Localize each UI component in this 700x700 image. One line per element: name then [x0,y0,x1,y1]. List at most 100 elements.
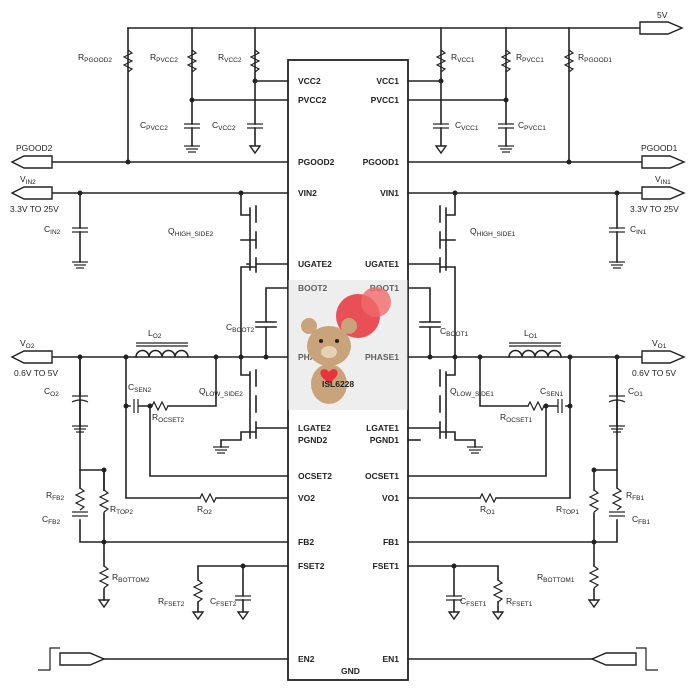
label-c-in1: CIN1 [630,224,647,236]
r-pvcc2-symbol [186,49,198,73]
r-bottom1-symbol [588,565,600,589]
watermark [288,280,408,410]
vo2-range: 0.6V TO 5V [14,368,58,378]
vo2-port [10,350,53,364]
label-c-boot2: CBOOT2 [226,322,255,334]
pin-lgate2: LGATE2 [298,423,331,433]
label-l-o2: LO2 [148,328,162,340]
r-o1-symbol [479,492,497,504]
pin-phase1: PHASE1 [365,352,399,362]
r-fb2-symbol [74,487,86,511]
pin-pvcc1: PVCC1 [371,95,400,105]
label-q-low2: QLOW_SIDE2 [199,386,243,398]
label-r-pvcc1: RPVCC1 [516,52,544,64]
label-r-bottom1: RBOTTOM1 [537,572,575,584]
vo1-range: 0.6V TO 5V [632,368,676,378]
label-c-boot1: CBOOT1 [440,326,469,338]
pin-vin1: VIN1 [380,188,399,198]
pin-lgate1: LGATE1 [366,423,399,433]
pin-fb2: FB2 [298,537,314,547]
pin-pgnd1: PGND1 [370,435,400,445]
pin-ugate2: UGATE2 [298,259,332,269]
label-c-sen2: CSEN2 [128,382,152,394]
label-r-o2: RO2 [197,504,212,516]
pin-pvcc2: PVCC2 [298,95,327,105]
chip-body [287,59,409,681]
vo1-label: VO1 [652,338,667,350]
teddy-bear-icon [301,318,357,404]
pin-ocset1: OCSET1 [365,471,399,481]
r-bottom2-symbol [98,565,110,589]
label-c-sen1: CSEN1 [540,386,564,398]
en1-port [590,652,637,666]
chip-name: ISL6228 [322,379,354,389]
label-c-fset1: CFSET1 [460,596,487,608]
pin-en2: EN2 [298,654,315,664]
pin-boot1: BOOT1 [370,283,400,293]
label-q-high2: QHIGH_SIDE2 [168,226,214,238]
vin2-label: VIN2 [20,174,36,186]
r-top1-symbol [588,489,600,513]
pgood1-port [641,155,686,169]
supply-5v-arrow [639,21,684,35]
r-fset1-symbol [492,579,504,603]
pin-fset1: FSET1 [373,561,400,571]
r-pgood2-symbol [122,49,134,73]
vo2-label: VO2 [20,338,35,350]
label-c-o2: CO2 [44,386,59,398]
right-pin-labels: VCC1PVCC1PGOOD1VIN1UGATE1BOOT1PHASE1LGAT… [363,76,400,664]
pin-fb1: FB1 [383,537,399,547]
pgood1-label: PGOOD1 [641,143,678,153]
vin1-port [641,186,686,200]
label-r-pvcc2: RPVCC2 [150,52,178,64]
label-r-pgood2: RPGOOD2 [78,52,112,64]
pgood2-port [10,155,53,169]
r-ocset2-symbol [151,400,169,412]
r-ocset1-symbol [527,400,545,412]
pin-fset2: FSET2 [298,561,325,571]
q-low-side2-symbol [220,356,289,448]
vin1-range: 3.3V TO 25V [630,204,679,214]
label-c-pvcc2: CPVCC2 [140,120,168,132]
supply-5v-label: 5V [657,10,668,20]
pin-vcc2: VCC2 [298,76,321,86]
r-vcc2-symbol [249,49,261,73]
pin-vcc1: VCC1 [376,76,399,86]
label-c-vcc2: CVCC2 [212,120,236,132]
r-pgood1-symbol [563,49,575,73]
label-r-pgood1: RPGOOD1 [578,52,612,64]
en2-port [59,652,106,666]
pin-pgood2: PGOOD2 [298,157,335,167]
r-o2-symbol [199,492,217,504]
pin-ugate1: UGATE1 [365,259,399,269]
label-c-in2: CIN2 [44,224,61,236]
label-c-pvcc1: CPVCC1 [518,120,546,132]
pin-en1: EN1 [382,654,399,664]
pin-pgnd2: PGND2 [298,435,328,445]
pin-vin2: VIN2 [298,188,317,198]
pin-pgood1: PGOOD1 [363,157,400,167]
label-r-top1: RTOP1 [556,504,579,516]
label-r-bottom2: RBOTTOM2 [112,572,150,584]
label-c-fb1: CFB1 [632,514,650,526]
label-r-o1: RO1 [480,504,495,516]
pin-boot2: BOOT2 [298,283,328,293]
label-c-vcc1: CVCC1 [455,120,479,132]
r-vcc1-symbol [435,49,447,73]
pin-vo1: VO1 [382,493,399,503]
q-high-side2-symbol [240,192,289,358]
pin-gnd: GND [341,666,360,676]
pgood2-label: PGOOD2 [16,143,53,153]
label-c-fset2: CFSET2 [210,596,237,608]
label-r-vcc2: RVCC2 [218,52,242,64]
label-c-fb2: CFB2 [42,514,60,526]
r-fb1-symbol [611,487,623,511]
vo1-port [641,350,686,364]
l-o1-symbol [508,349,562,358]
label-r-vcc1: RVCC1 [451,52,475,64]
q-high-side1-symbol [407,192,456,358]
r-top2-symbol [98,489,110,513]
vin2-port [10,186,53,200]
r-pvcc1-symbol [500,49,512,73]
